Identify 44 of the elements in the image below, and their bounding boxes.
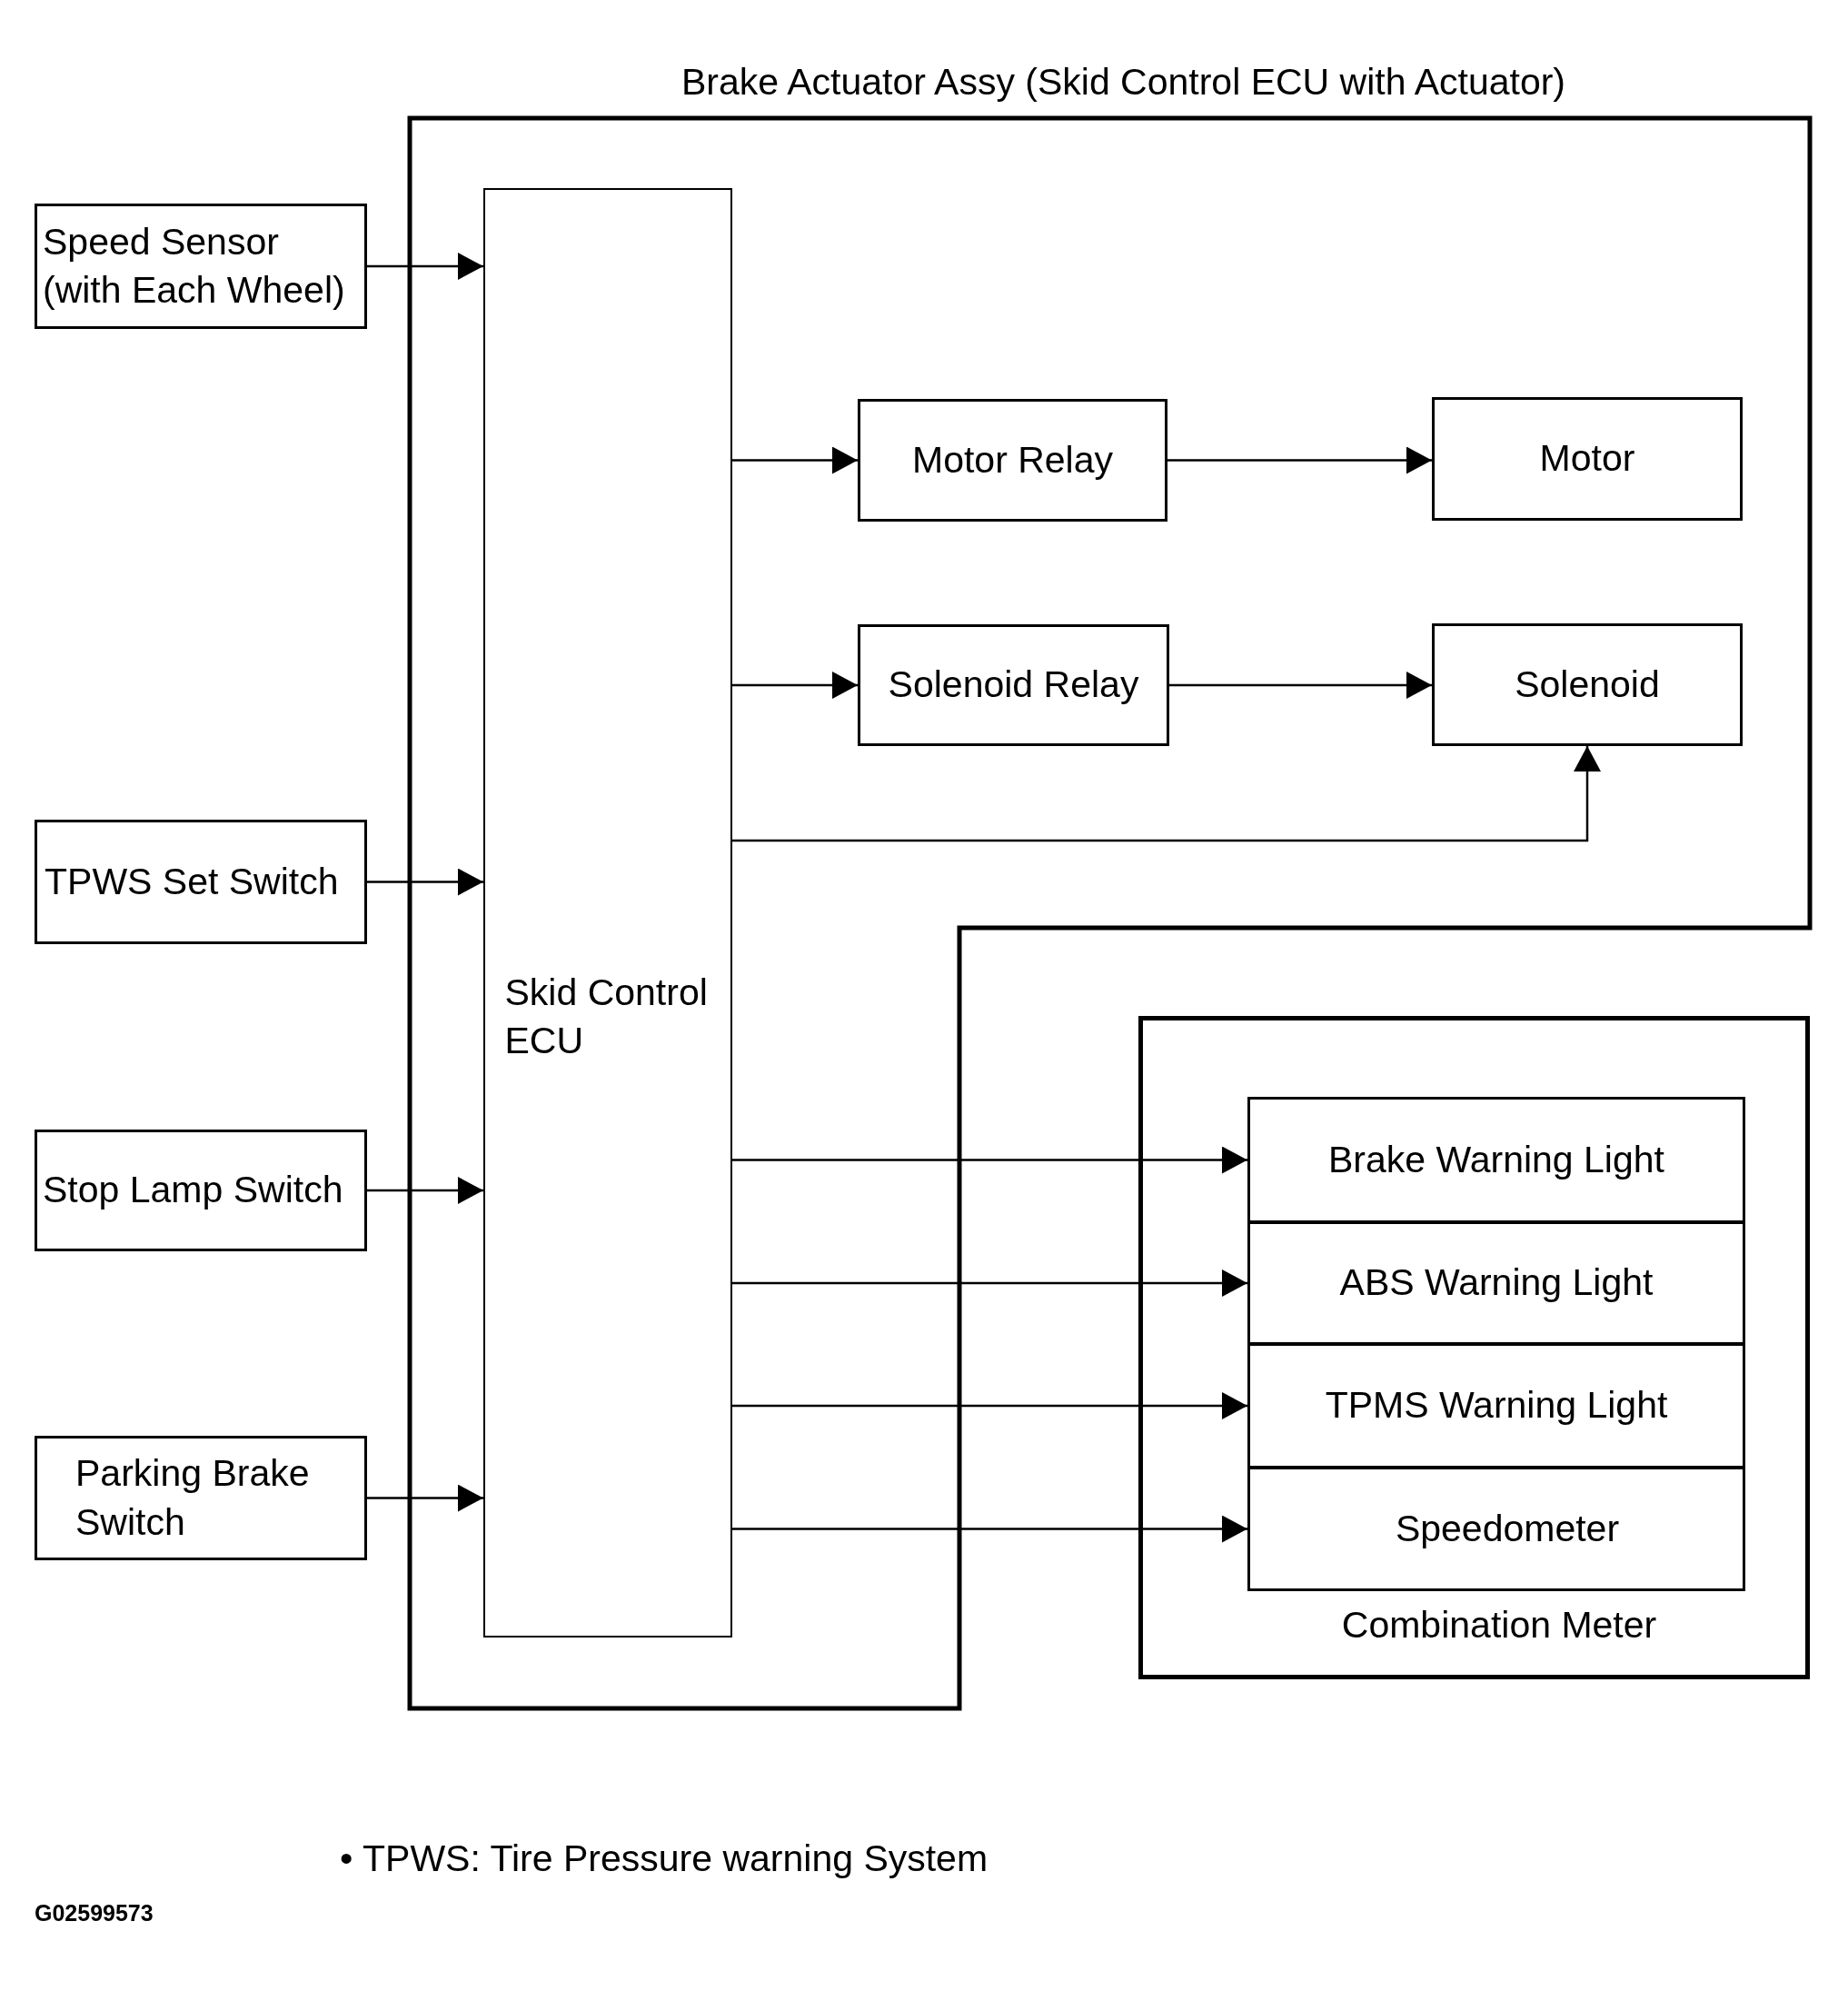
signal-arrow (732, 1146, 1247, 1174)
component-label: Speedometer (1395, 1506, 1620, 1551)
component-label: TPMS Warning Light (1325, 1383, 1668, 1429)
component-label: Stop Lamp Switch (43, 1168, 343, 1213)
component-label: Motor Relay (912, 437, 1113, 483)
component-label: Solenoid (1515, 662, 1660, 707)
component-label: Solenoid Relay (888, 662, 1139, 708)
component-box (858, 399, 1167, 522)
signal-arrow (732, 446, 858, 474)
component-box (1432, 397, 1743, 521)
component-label: Skid Control ECU (504, 970, 709, 1063)
ecu-box (483, 188, 732, 1638)
component-label: Speed Sensor (with Each Wheel) (43, 219, 346, 313)
component-box (35, 820, 367, 944)
group-label: Combination Meter (1341, 1603, 1657, 1648)
component-box (1247, 1467, 1745, 1591)
component-label: ABS Warning Light (1339, 1260, 1654, 1306)
component-box (35, 1436, 367, 1560)
component-box (1432, 623, 1743, 746)
component-box (1247, 1221, 1745, 1345)
figure-id: G02599573 (35, 1899, 154, 1927)
signal-arrow (1169, 672, 1432, 699)
signal-arrow (732, 672, 858, 699)
signal-arrow (732, 746, 1601, 842)
signal-arrow (732, 1515, 1247, 1543)
signal-arrow (367, 1177, 483, 1204)
signal-arrow (1167, 446, 1432, 474)
signal-arrow (367, 868, 483, 896)
component-box (1247, 1343, 1745, 1468)
component-label: Brake Warning Light (1328, 1137, 1664, 1182)
signal-arrow (367, 1484, 483, 1512)
component-label: TPWS Set Switch (45, 859, 339, 904)
component-box (858, 624, 1169, 746)
component-box (35, 204, 367, 329)
signal-arrow (367, 253, 483, 280)
component-box (1247, 1097, 1745, 1223)
component-box (35, 1130, 367, 1251)
signal-arrow (732, 1269, 1247, 1297)
footnote: • TPWS: Tire Pressure warning System (340, 1837, 989, 1881)
component-label: Motor (1539, 436, 1635, 482)
signal-arrow (732, 1392, 1247, 1419)
component-label: Parking Brake Switch (75, 1451, 311, 1545)
group-heading: Brake Actuator Assy (Skid Control ECU with Actuator) (681, 60, 1565, 105)
meter-panel (1138, 1016, 1810, 1679)
